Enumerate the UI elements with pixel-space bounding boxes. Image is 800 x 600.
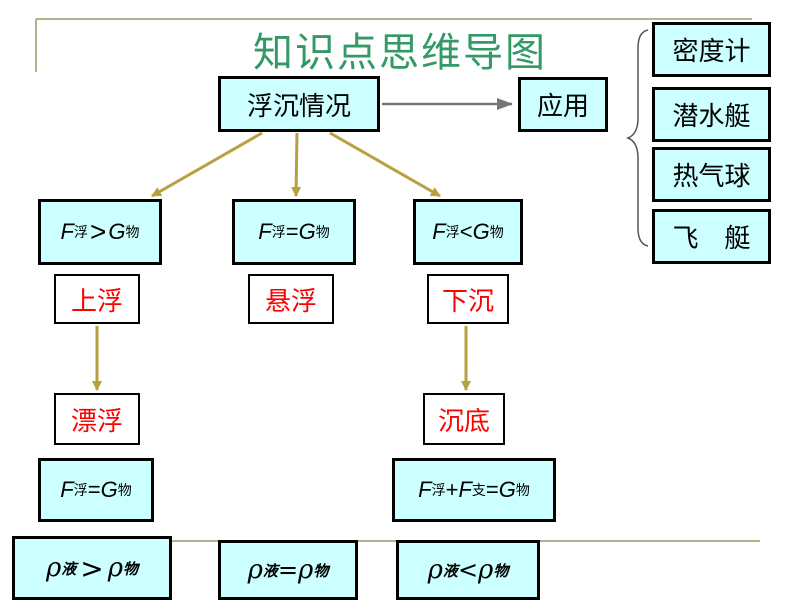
state-suspend: 悬浮 bbox=[248, 274, 334, 324]
application-item-submarine: 潜水艇 bbox=[652, 87, 771, 142]
arrow-to-sink-condition bbox=[329, 131, 441, 198]
state-bottom: 沉底 bbox=[423, 393, 505, 445]
state-sink: 下沉 bbox=[427, 274, 509, 324]
arrow-to-float-condition bbox=[151, 131, 263, 198]
state-rise: 上浮 bbox=[54, 274, 140, 324]
application-item-hot-air-balloon: 热气球 bbox=[652, 147, 771, 202]
application-node: 应用 bbox=[518, 77, 608, 132]
page-title: 知识点思维导图 bbox=[253, 30, 547, 76]
application-item-hydrometer: 密度计 bbox=[652, 22, 771, 77]
application-item-airship: 飞 艇 bbox=[652, 209, 771, 264]
state-float: 漂浮 bbox=[54, 393, 140, 445]
center-node: 浮沉情况 bbox=[218, 76, 380, 132]
application-brace bbox=[625, 29, 649, 247]
arrow-to-suspend-condition bbox=[291, 132, 302, 197]
